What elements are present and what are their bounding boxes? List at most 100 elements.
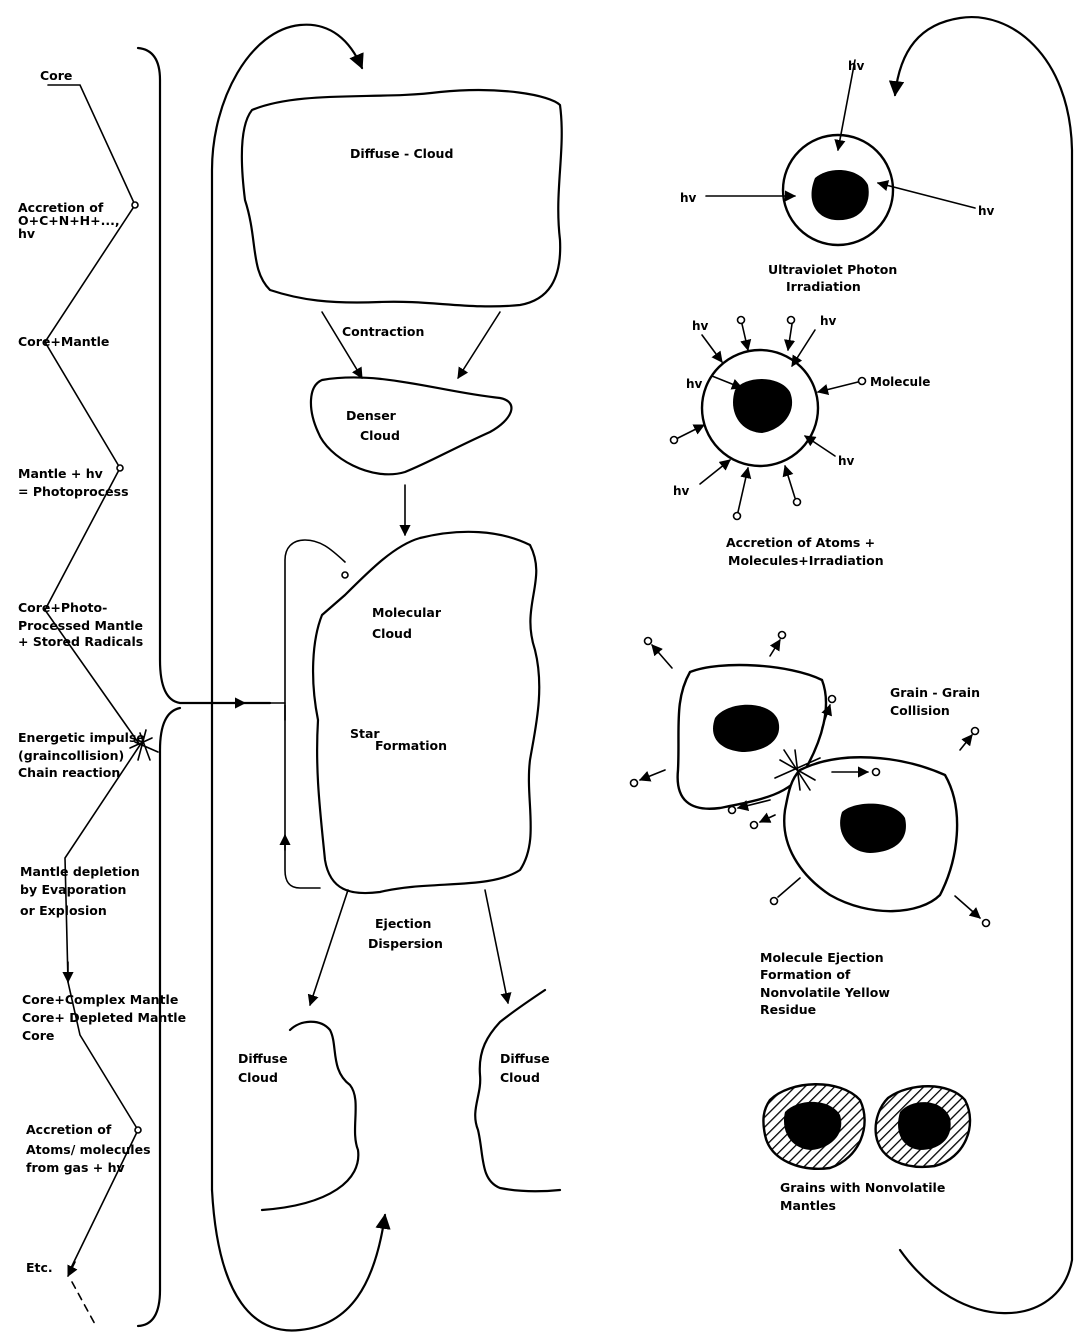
label-impulse-2: (graincollision) — [18, 748, 124, 763]
label-core-mantle: Core+Mantle — [18, 334, 109, 349]
label-diffuse-right-2: Cloud — [500, 1070, 540, 1085]
label-hv: hv — [820, 314, 837, 328]
label-photo-2: Processed Mantle — [18, 618, 143, 633]
small-node — [342, 572, 348, 578]
small-node — [135, 1127, 141, 1133]
label-ejection-2: Formation of — [760, 967, 851, 982]
ejection-arrow — [770, 640, 780, 656]
contraction-arrow-right — [458, 312, 500, 378]
label-hv: hv — [673, 484, 690, 498]
label-diffuse-left-2: Cloud — [238, 1070, 278, 1085]
label-molecular-1: Molecular — [372, 605, 442, 620]
evolution-column: Core Accretion of O+C+N+H+..., hv Core+M… — [18, 48, 270, 1326]
ejection-arrow — [652, 645, 672, 668]
down-arrow-icon — [68, 1262, 75, 1276]
label-mantle-hv-1: Mantle + hv — [18, 466, 103, 481]
ejection-arrow — [778, 878, 800, 897]
molecule-arrow — [788, 324, 792, 350]
label-acc-1: Accretion of Atoms + — [726, 535, 875, 550]
label-depletion-3: or Explosion — [20, 903, 107, 918]
ejection-arrow — [960, 735, 972, 750]
zigzag-path — [45, 85, 140, 1270]
label-grains-1: Grains with Nonvolatile — [780, 1180, 945, 1195]
ejection-arrow-left — [310, 890, 348, 1005]
small-node — [132, 202, 138, 208]
label-accretion2-2: Atoms/ molecules — [26, 1142, 151, 1157]
label-diffuse-cloud: Diffuse - Cloud — [350, 146, 453, 161]
left-bracket — [138, 48, 270, 1326]
label-etc: Etc. — [26, 1260, 53, 1275]
ejection-arrow — [955, 896, 980, 918]
label-diffuse-right-1: Diffuse — [500, 1051, 550, 1066]
label-ejection-1: Molecule Ejection — [760, 950, 884, 965]
denser-cloud-shape — [311, 377, 512, 474]
label-hv: hv — [680, 191, 697, 205]
feedback-loop — [285, 540, 345, 888]
molecule-arrow — [738, 468, 748, 512]
label-accretion2-1: Accretion of — [26, 1122, 112, 1137]
label-ejection-4: Residue — [760, 1002, 816, 1017]
label-photo-1: Core+Photo- — [18, 600, 107, 615]
ejection-arrow-right — [485, 890, 508, 1003]
hv-arrow — [700, 460, 730, 484]
label-uv-1: Ultraviolet Photon — [768, 262, 897, 277]
label-depletion-2: by Evaporation — [20, 882, 126, 897]
etc-dashed-line — [72, 1282, 96, 1326]
label-ejection-3: Nonvolatile Yellow — [760, 985, 890, 1000]
grain-panel: hv hv hv Ultraviolet Photon Irradiation — [631, 17, 1073, 1313]
label-diffuse-left-1: Diffuse — [238, 1051, 288, 1066]
label-impulse-3: Chain reaction — [18, 765, 120, 780]
hv-arrow — [792, 330, 815, 366]
label-formation: Formation — [375, 738, 447, 753]
collision-grains — [631, 632, 990, 927]
ejection-arrow — [760, 815, 775, 822]
hv-arrow — [702, 335, 722, 362]
label-molecular-2: Cloud — [372, 626, 412, 641]
cycle-loop-arrow — [212, 1190, 385, 1330]
molecular-cloud-shape — [313, 532, 539, 893]
diffuse-fragment-right — [475, 990, 560, 1191]
label-hv: hv — [692, 319, 709, 333]
label-core: Core — [40, 68, 72, 83]
molecule-arrow — [678, 425, 704, 438]
label-uv-2: Irradiation — [786, 279, 861, 294]
molecule-arrow — [785, 466, 795, 498]
label-complex-2: Core+ Depleted Mantle — [22, 1010, 186, 1025]
ejection-arrow — [640, 770, 665, 780]
molecule-arrow — [742, 324, 748, 350]
label-molecule: Molecule — [870, 375, 930, 389]
label-depletion-1: Mantle depletion — [20, 864, 140, 879]
label-photo-3: + Stored Radicals — [18, 634, 143, 649]
label-accretion2-3: from gas + hv — [26, 1160, 125, 1175]
label-contraction: Contraction — [342, 324, 424, 339]
label-grains-2: Mantles — [780, 1198, 836, 1213]
label-accretion-3: hv — [18, 226, 35, 241]
mantled-grains — [763, 1084, 970, 1169]
contraction-arrow-left — [322, 312, 362, 378]
label-denser-2: Cloud — [360, 428, 400, 443]
label-ejection: Ejection — [375, 916, 431, 931]
label-mantle-hv-2: = Photoprocess — [18, 484, 129, 499]
label-impulse-1: Energetic impulse — [18, 730, 145, 745]
cycle-loop-top-arrow — [212, 25, 362, 1190]
label-hv: hv — [978, 204, 995, 218]
molecule-arrow — [818, 382, 858, 392]
small-node — [117, 465, 123, 471]
label-collision-2: Collision — [890, 703, 950, 718]
label-hv: hv — [686, 377, 703, 391]
diffuse-cloud-shape — [242, 90, 562, 306]
label-acc-2: Molecules+Irradiation — [728, 553, 884, 568]
hv-arrow — [805, 436, 835, 456]
accretion-grain: hv hv hv hv hv Molecule — [671, 314, 931, 520]
cloud-cycle: Diffuse - Cloud Contraction Denser Cloud… — [212, 25, 562, 1331]
label-hv: hv — [838, 454, 855, 468]
label-complex-3: Core — [22, 1028, 54, 1043]
label-hv: hv — [848, 59, 865, 73]
label-denser-1: Denser — [346, 408, 397, 423]
uv-grain: hv hv hv — [680, 59, 995, 245]
feedback-connector — [270, 703, 285, 720]
label-dispersion: Dispersion — [368, 936, 443, 951]
label-complex-1: Core+Complex Mantle — [22, 992, 178, 1007]
diffuse-fragment-left — [262, 1022, 358, 1210]
